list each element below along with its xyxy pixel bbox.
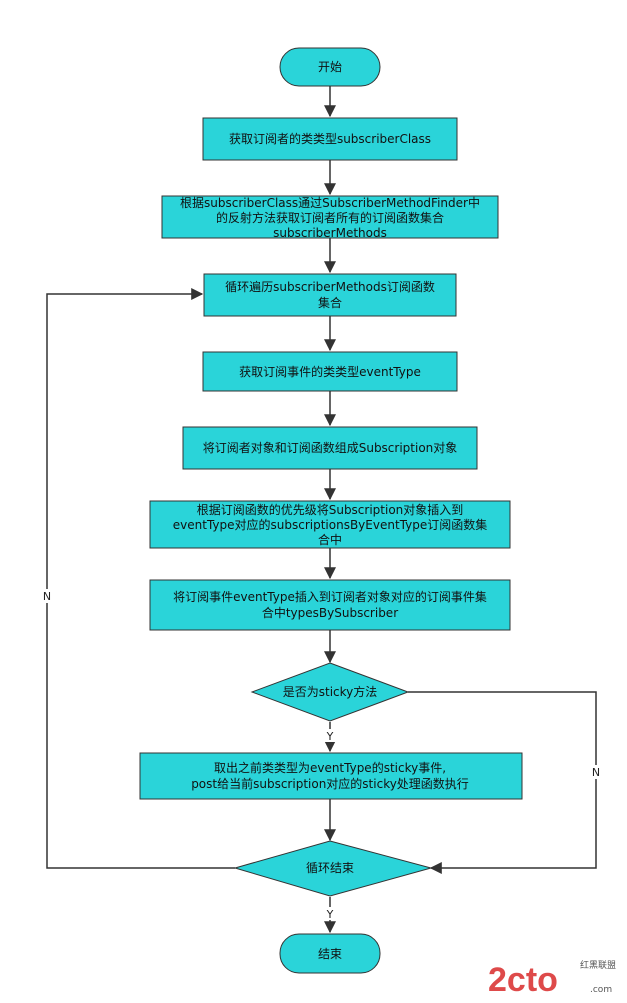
node-post-sticky-line-2: post给当前subscription对应的sticky处理函数执行 bbox=[191, 776, 469, 791]
label-loop-no: N bbox=[43, 590, 51, 603]
node-insert-type-line-2: 合中typesBySubscriber bbox=[262, 605, 398, 620]
node-loop-methods: 循环遍历subscriberMethods订阅函数 集合 bbox=[203, 273, 457, 317]
label-loop-yes: Y bbox=[326, 908, 334, 921]
node-get-class-label: 获取订阅者的类类型subscriberClass bbox=[229, 131, 431, 146]
node-make-subscription: 将订阅者对象和订阅函数组成Subscription对象 bbox=[182, 426, 478, 470]
node-make-subscription-label: 将订阅者对象和订阅函数组成Subscription对象 bbox=[203, 440, 458, 455]
node-end: 结束 bbox=[279, 933, 381, 974]
node-loop-end: 循环结束 bbox=[233, 840, 433, 897]
edge-labels: Y N N Y bbox=[39, 589, 604, 921]
node-find-methods: 根据subscriberClass通过SubscriberMethodFinde… bbox=[161, 195, 499, 240]
edge-is-sticky-no bbox=[408, 691, 597, 874]
label-sticky-no: N bbox=[592, 766, 600, 779]
node-get-class: 获取订阅者的类类型subscriberClass bbox=[202, 117, 458, 161]
node-insert-type: 将订阅事件eventType插入到订阅者对象对应的订阅事件集 合中typesBy… bbox=[149, 579, 511, 631]
node-insert-subscription-line-3: 合中 bbox=[318, 532, 342, 547]
watermark-brand: 2cto bbox=[488, 961, 558, 999]
watermark: 2cto 红黑联盟 .com bbox=[488, 959, 616, 999]
edge-loop-end-no bbox=[46, 288, 235, 869]
node-is-sticky-label: 是否为sticky方法 bbox=[283, 684, 378, 699]
node-insert-subscription: 根据订阅函数的优先级将Subscription对象插入到 eventType对应… bbox=[149, 500, 511, 549]
node-post-sticky: 取出之前类类型为eventType的sticky事件, post给当前subsc… bbox=[139, 752, 523, 800]
node-find-methods-line-1: 根据subscriberClass通过SubscriberMethodFinde… bbox=[180, 195, 480, 210]
node-loop-methods-line-2: 集合 bbox=[318, 295, 342, 310]
node-loop-end-label: 循环结束 bbox=[306, 861, 354, 875]
node-is-sticky: 是否为sticky方法 bbox=[250, 662, 410, 722]
node-find-methods-line-2: 的反射方法获取订阅者所有的订阅函数集合 bbox=[216, 210, 444, 225]
node-insert-subscription-line-2: eventType对应的subscriptionsByEventType订阅函数… bbox=[173, 517, 487, 532]
node-start: 开始 bbox=[279, 47, 381, 87]
node-get-event-type-label: 获取订阅事件的类类型eventType bbox=[239, 364, 421, 379]
nodes: 开始 获取订阅者的类类型subscriberClass 根据subscriber… bbox=[139, 47, 523, 974]
node-start-label: 开始 bbox=[318, 60, 342, 74]
node-insert-type-line-1: 将订阅事件eventType插入到订阅者对象对应的订阅事件集 bbox=[173, 589, 487, 604]
node-insert-subscription-line-1: 根据订阅函数的优先级将Subscription对象插入到 bbox=[197, 502, 464, 517]
label-sticky-yes: Y bbox=[326, 730, 334, 743]
watermark-domain: .com bbox=[590, 985, 612, 995]
watermark-cn: 红黑联盟 bbox=[580, 959, 616, 971]
node-end-label: 结束 bbox=[318, 947, 342, 961]
node-find-methods-line-3: subscriberMethods bbox=[273, 226, 387, 240]
node-post-sticky-line-1: 取出之前类类型为eventType的sticky事件, bbox=[214, 760, 446, 775]
node-loop-methods-line-1: 循环遍历subscriberMethods订阅函数 bbox=[225, 279, 435, 294]
node-get-event-type: 获取订阅事件的类类型eventType bbox=[202, 351, 458, 392]
